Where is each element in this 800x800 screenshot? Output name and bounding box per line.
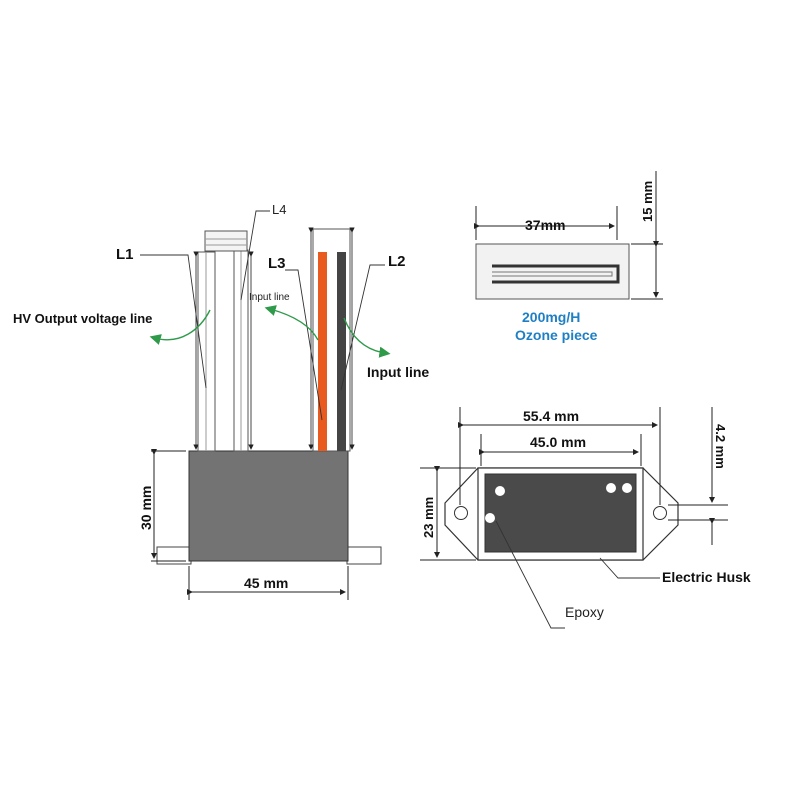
ozone-rate-label: 200mg/H — [522, 309, 580, 325]
l3-leader — [285, 269, 323, 421]
input-line-arrow-right — [343, 317, 391, 358]
inner-width-label: 45.0 mm — [530, 434, 586, 450]
l2-label: L2 — [388, 253, 406, 270]
l1-label: L1 — [116, 246, 134, 263]
hv-output-label: HV Output voltage line — [13, 311, 152, 326]
top-view: 55.4 mm 45.0 mm 4.2 mm 23 mm Electric Hu… — [420, 407, 751, 629]
input-wire-gray — [337, 252, 346, 451]
l4-leader — [240, 210, 270, 301]
input-line-small-label: Input line — [249, 292, 290, 303]
right-mount-hole — [653, 506, 667, 520]
ozone-height-label: 15 mm — [640, 181, 655, 222]
l1-leader — [140, 254, 207, 389]
body-height-label: 23 mm — [421, 497, 436, 538]
terminal-1 — [495, 486, 505, 496]
outer-width-label: 55.4 mm — [523, 408, 579, 424]
input-line-arrow-left — [264, 305, 319, 341]
hole-dim-label: 4.2 mm — [713, 424, 728, 469]
module-housing — [188, 450, 349, 562]
width-45-label: 45 mm — [244, 575, 288, 591]
height-30-label: 30 mm — [138, 486, 154, 530]
ozone-piece-view: 37mm 15 mm 200mg/H Ozone piece — [474, 171, 663, 343]
right-foot — [346, 546, 382, 565]
ozone-electrode — [492, 264, 620, 284]
input-line-label: Input line — [367, 364, 429, 380]
l4-cap — [204, 230, 248, 252]
left-mount-hole — [454, 506, 468, 520]
l4-label: L4 — [272, 202, 286, 217]
terminal-4 — [485, 513, 495, 523]
input-wire-orange — [318, 252, 327, 451]
side-view: L1 L4 L3 L2 HV Output voltage line Input… — [13, 202, 429, 600]
terminal-2 — [606, 483, 616, 493]
ozone-width-label: 37mm — [525, 217, 565, 233]
electric-husk-leader — [599, 557, 660, 579]
l2-leader — [340, 264, 385, 391]
electric-husk-label: Electric Husk — [662, 569, 751, 585]
terminal-3 — [622, 483, 632, 493]
epoxy-label: Epoxy — [565, 604, 604, 620]
epoxy-leader — [495, 520, 565, 629]
ozone-name-label: Ozone piece — [515, 327, 598, 343]
hv-output-arrow — [149, 309, 211, 345]
l3-label: L3 — [268, 255, 286, 272]
